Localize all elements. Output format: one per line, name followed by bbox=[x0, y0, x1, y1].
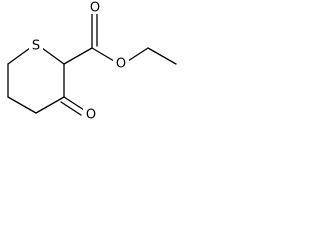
sulfur-atom: S bbox=[29, 38, 43, 55]
ring-bonds bbox=[7, 47, 65, 114]
chemical-structure-diagram: S O O O bbox=[7, 0, 177, 123]
ester-oxygen-atom: O bbox=[113, 57, 129, 72]
ketone-oxygen-label: O bbox=[86, 108, 96, 123]
carbonyl-oxygen-ester-atom: O bbox=[87, 0, 102, 16]
bond-c5-c4 bbox=[7, 96, 37, 114]
bond-c4-c3 bbox=[35, 96, 65, 114]
bond-c2-s bbox=[41, 47, 65, 65]
ester-bonds bbox=[63, 13, 177, 65]
ester-oxygen-label: O bbox=[116, 57, 126, 72]
carbonyl-oxygen-ester-label: O bbox=[90, 1, 100, 16]
sulfur-label: S bbox=[32, 39, 40, 54]
ketone-oxygen-atom: O bbox=[83, 107, 99, 123]
bond-s-c6 bbox=[7, 47, 31, 65]
bond-c2-ccarbonyl bbox=[63, 47, 93, 65]
bond-ccarbonyl-o-single bbox=[91, 47, 115, 62]
bond-ch2-ch3 bbox=[147, 47, 177, 65]
bond-c3-o-ketone-2 bbox=[60, 101, 82, 116]
ketone-bonds bbox=[60, 96, 85, 116]
bond-o-ch2 bbox=[127, 47, 149, 62]
bond-c3-o-ketone-1 bbox=[63, 96, 85, 111]
atom-labels: S O O O bbox=[29, 0, 129, 123]
